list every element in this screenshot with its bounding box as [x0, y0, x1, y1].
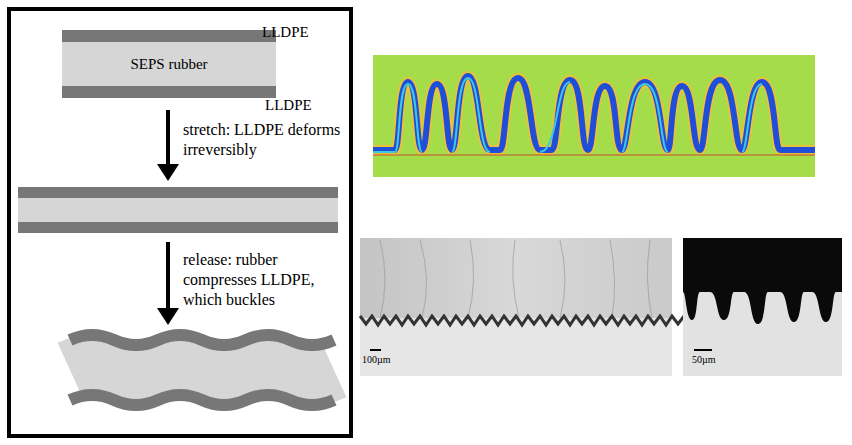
striations: [380, 240, 652, 318]
step-note: release: rubber compresses LLDPE, which …: [183, 250, 343, 310]
buckled-lldpe: [70, 395, 334, 405]
rubber-layer: SEPS rubber: [62, 42, 276, 86]
layer-label: LLDPE: [265, 95, 312, 115]
simulation-field: [373, 55, 815, 177]
lldpe-layer: [18, 222, 338, 233]
micrograph-film: [683, 238, 842, 324]
buckled-layer: [373, 76, 815, 150]
stress-band: [373, 78, 762, 152]
lldpe-layer: [62, 30, 276, 42]
step-note: stretch: LLDPE deforms irreversibly: [183, 120, 343, 160]
micrograph-film: [360, 238, 672, 318]
buckled-lldpe: [70, 335, 334, 345]
scale-label: 100µm: [362, 354, 391, 366]
scale-label: 50µm: [692, 354, 716, 366]
lldpe-layer: [18, 187, 338, 198]
lldpe-layer: [62, 86, 276, 98]
panel-frame: [9, 9, 351, 436]
stress-band: [373, 76, 815, 150]
process-arrow: [166, 110, 170, 166]
arrow-head: [157, 164, 179, 181]
micrograph: [360, 238, 672, 376]
process-arrow: [166, 242, 170, 310]
buckled-interface: [360, 316, 708, 325]
scale-bar: [694, 349, 712, 351]
arrow-head: [157, 308, 179, 325]
rubber-layer: [18, 198, 338, 222]
scale-bar: [370, 349, 381, 351]
rubber-layer: [70, 365, 334, 375]
micrograph: [683, 238, 842, 376]
stress-band: [373, 154, 815, 156]
layer-label: LLDPE: [262, 22, 309, 42]
layer-label: SEPS rubber: [130, 56, 207, 73]
